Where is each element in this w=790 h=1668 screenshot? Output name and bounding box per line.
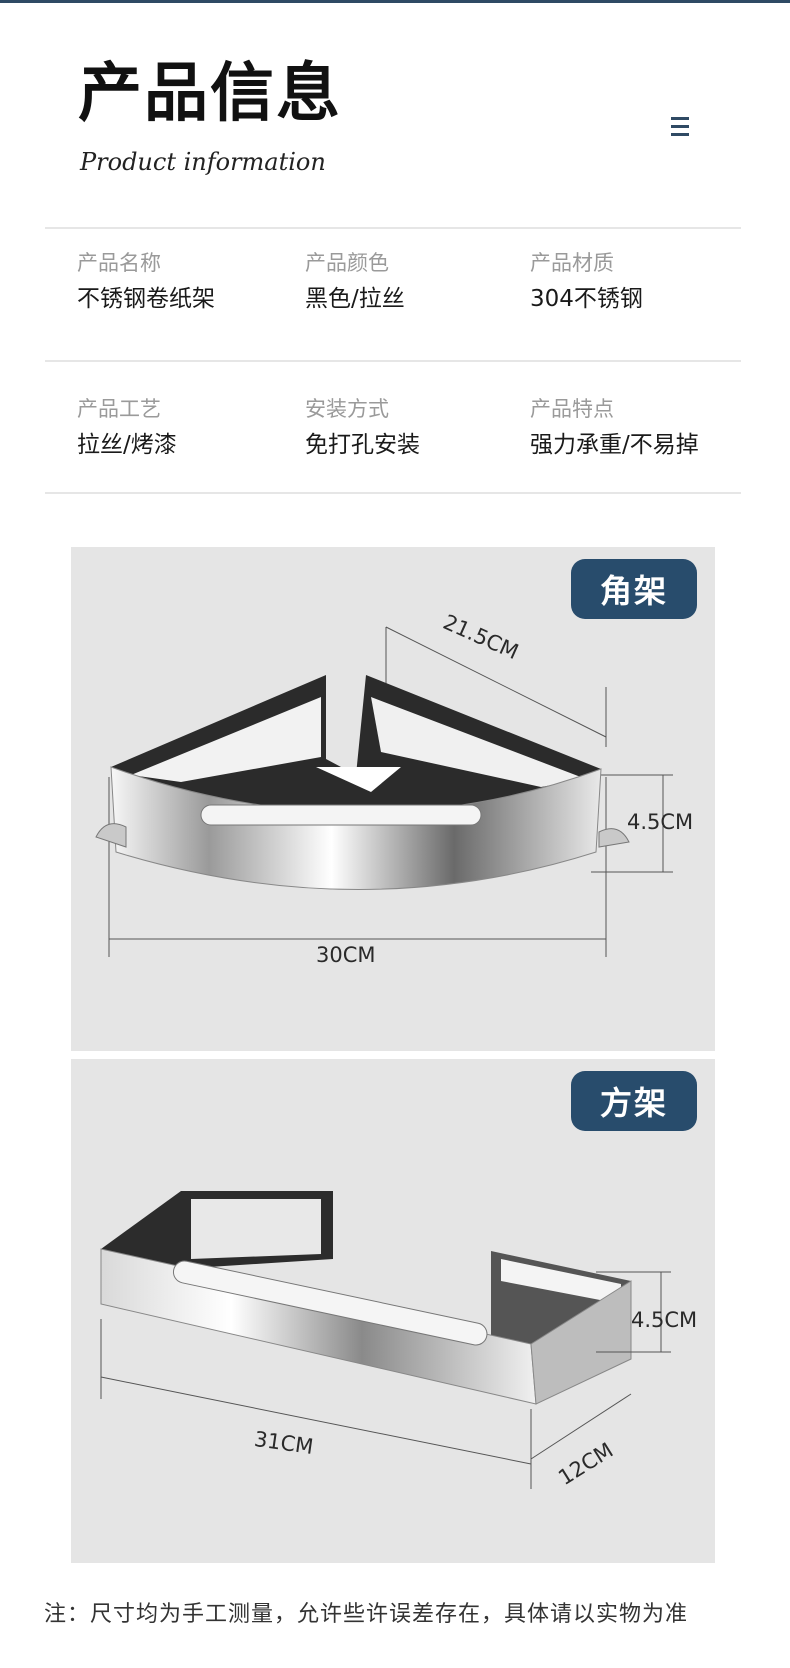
corner-shelf-panel: 角架 21.5CM 4.5CM 30CM — [71, 547, 715, 1051]
square-shelf-panel: 方架 4.5CM 31CM 12CM — [71, 1059, 715, 1563]
corner-shelf-tag: 角架 — [571, 559, 697, 619]
spec-product-color: 产品颜色 黑色/拉丝 — [305, 253, 525, 311]
spec-label: 产品材质 — [530, 251, 614, 275]
square-shelf-height-dim: 4.5CM — [631, 1308, 698, 1332]
spec-value: 不锈钢卷纸架 — [77, 286, 215, 312]
spec-label: 产品颜色 — [305, 251, 389, 275]
spec-label: 安装方式 — [305, 397, 389, 421]
corner-shelf-width-dim: 30CM — [316, 943, 376, 967]
divider — [45, 227, 741, 229]
corner-shelf-image — [95, 626, 673, 957]
spec-value: 黑色/拉丝 — [305, 286, 405, 312]
top-accent-line — [0, 0, 790, 3]
spec-value: 拉丝/烤漆 — [77, 432, 177, 458]
page-subtitle: Product information — [80, 148, 326, 176]
spec-product-name: 产品名称 不锈钢卷纸架 — [77, 253, 297, 311]
square-shelf-tag: 方架 — [571, 1071, 697, 1131]
spec-product-material: 产品材质 304不锈钢 — [530, 253, 750, 311]
spec-label: 产品名称 — [77, 251, 161, 275]
menu-icon[interactable] — [671, 117, 689, 137]
spec-value: 304不锈钢 — [530, 286, 643, 312]
divider — [45, 360, 741, 362]
page-title: 产品信息 — [78, 57, 342, 131]
spec-features: 产品特点 强力承重/不易掉 — [530, 399, 750, 457]
spec-label: 产品特点 — [530, 397, 614, 421]
spec-value: 免打孔安装 — [305, 432, 420, 458]
corner-shelf-height-dim: 4.5CM — [627, 810, 694, 834]
spec-value: 强力承重/不易掉 — [530, 432, 699, 458]
spec-label: 产品工艺 — [77, 397, 161, 421]
divider — [45, 492, 741, 494]
spec-product-craft: 产品工艺 拉丝/烤漆 — [77, 399, 297, 457]
square-shelf-image — [100, 1191, 671, 1489]
spec-install-method: 安装方式 免打孔安装 — [305, 399, 525, 457]
measurement-note: 注：尺寸均为手工测量，允许些许误差存在，具体请以实物为准 — [44, 1602, 689, 1627]
